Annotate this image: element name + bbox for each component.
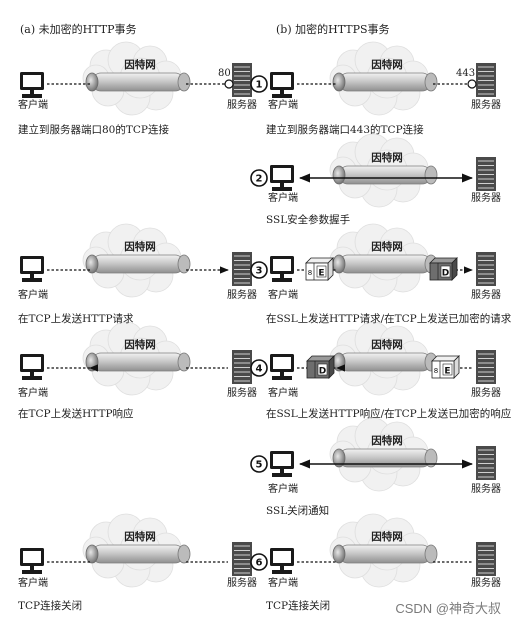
client-computer-icon <box>20 256 44 282</box>
server-icon <box>476 157 496 191</box>
step-number-badge: 4 <box>250 359 268 377</box>
server-port-icon <box>467 79 477 89</box>
port-80-label: 80 <box>218 68 231 79</box>
server-icon <box>232 542 252 576</box>
internet-pipe: 因特网 <box>85 530 191 564</box>
caption-a4: 在TCP上发送HTTP响应 <box>18 408 134 420</box>
server-icon <box>476 542 496 576</box>
cube-letter: E <box>444 367 450 377</box>
server-label: 服务器 <box>471 100 501 111</box>
internet-pipe: 因特网 <box>332 58 438 92</box>
server-icon <box>476 63 496 97</box>
step-number: 6 <box>256 558 263 569</box>
encrypted-data-cube-icon: D <box>306 355 335 379</box>
client-label: 客户端 <box>268 100 298 111</box>
step-number: 4 <box>256 364 263 375</box>
internet-pipe: 因特网 <box>332 530 438 564</box>
server-label: 服务器 <box>471 290 501 301</box>
step-number: 5 <box>256 460 263 471</box>
client-label: 客户端 <box>18 578 48 589</box>
caption-b2: SSL安全参数握手 <box>266 214 351 226</box>
internet-label: 因特网 <box>124 530 156 543</box>
cube-letter: D <box>442 269 449 279</box>
caption-b5: SSL关闭通知 <box>266 505 330 517</box>
internet-label: 因特网 <box>371 434 403 447</box>
client-label: 客户端 <box>268 290 298 301</box>
client-label: 客户端 <box>268 484 298 495</box>
caption-a1: 建立到服务器端口80的TCP连接 <box>18 124 169 136</box>
server-icon <box>232 63 252 97</box>
internet-label: 因特网 <box>371 240 403 253</box>
internet-label: 因特网 <box>124 58 156 71</box>
port-443-label: 443 <box>456 68 476 79</box>
client-label: 客户端 <box>18 290 48 301</box>
heading-http: (a) 未加密的HTTP事务 <box>20 23 137 36</box>
server-icon <box>476 446 496 480</box>
client-computer-icon <box>270 451 294 477</box>
client-label: 客户端 <box>18 100 48 111</box>
encrypted-data-cube-icon: D <box>429 257 458 281</box>
server-label: 服务器 <box>227 290 257 301</box>
client-computer-icon <box>270 72 294 98</box>
server-icon <box>476 350 496 384</box>
server-label: 服务器 <box>471 388 501 399</box>
step-number-badge: 3 <box>250 261 268 279</box>
server-label: 服务器 <box>471 578 501 589</box>
client-computer-icon <box>270 548 294 574</box>
caption-a3: 在TCP上发送HTTP请求 <box>18 313 134 325</box>
internet-label: 因特网 <box>371 530 403 543</box>
step-number-badge: 6 <box>250 553 268 571</box>
server-label: 服务器 <box>227 388 257 399</box>
caption-b1: 建立到服务器端口443的TCP连接 <box>266 124 424 136</box>
caption-b4: 在SSL上发送HTTP响应/在TCP上发送已加密的响应 <box>266 408 512 420</box>
server-icon <box>476 252 496 286</box>
server-port-icon <box>224 79 234 89</box>
client-label: 客户端 <box>268 193 298 204</box>
internet-pipe: 因特网 <box>85 338 191 372</box>
step-number-badge: 1 <box>250 75 268 93</box>
server-icon <box>232 350 252 384</box>
client-computer-icon <box>20 548 44 574</box>
client-label: 客户端 <box>268 578 298 589</box>
plain-data-cube-icon: E8 <box>431 355 460 379</box>
step-number-badge: 5 <box>250 455 268 473</box>
client-computer-icon <box>270 256 294 282</box>
server-icon <box>232 252 252 286</box>
server-label: 服务器 <box>227 100 257 111</box>
step-number: 1 <box>256 80 263 91</box>
server-label: 服务器 <box>471 193 501 204</box>
internet-pipe: 因特网 <box>85 240 191 274</box>
internet-label: 因特网 <box>124 338 156 351</box>
step-number-badge: 2 <box>250 169 268 187</box>
internet-label: 因特网 <box>371 58 403 71</box>
client-computer-icon <box>270 354 294 380</box>
caption-b6: TCP连接关闭 <box>266 600 331 612</box>
client-computer-icon <box>20 354 44 380</box>
client-label: 客户端 <box>18 388 48 399</box>
cube-letter: D <box>319 367 326 377</box>
server-label: 服务器 <box>227 578 257 589</box>
caption-a6: TCP连接关闭 <box>18 600 83 612</box>
step-number: 2 <box>256 174 263 185</box>
caption-b3: 在SSL上发送HTTP请求/在TCP上发送已加密的请求 <box>266 313 512 325</box>
cube-number: 8 <box>434 367 438 375</box>
heading-https: (b) 加密的HTTPS事务 <box>276 23 390 36</box>
internet-label: 因特网 <box>124 240 156 253</box>
watermark: CSDN @神奇大叔 <box>395 601 501 616</box>
plain-data-cube-icon: E8 <box>305 257 334 281</box>
cube-letter: E <box>318 269 324 279</box>
step-number: 3 <box>256 266 263 277</box>
server-label: 服务器 <box>471 484 501 495</box>
internet-label: 因特网 <box>371 338 403 351</box>
internet-label: 因特网 <box>371 151 403 164</box>
cube-number: 8 <box>308 269 312 277</box>
internet-pipe: 因特网 <box>85 58 191 92</box>
client-label: 客户端 <box>268 388 298 399</box>
client-computer-icon <box>20 72 44 98</box>
client-computer-icon <box>270 165 294 191</box>
